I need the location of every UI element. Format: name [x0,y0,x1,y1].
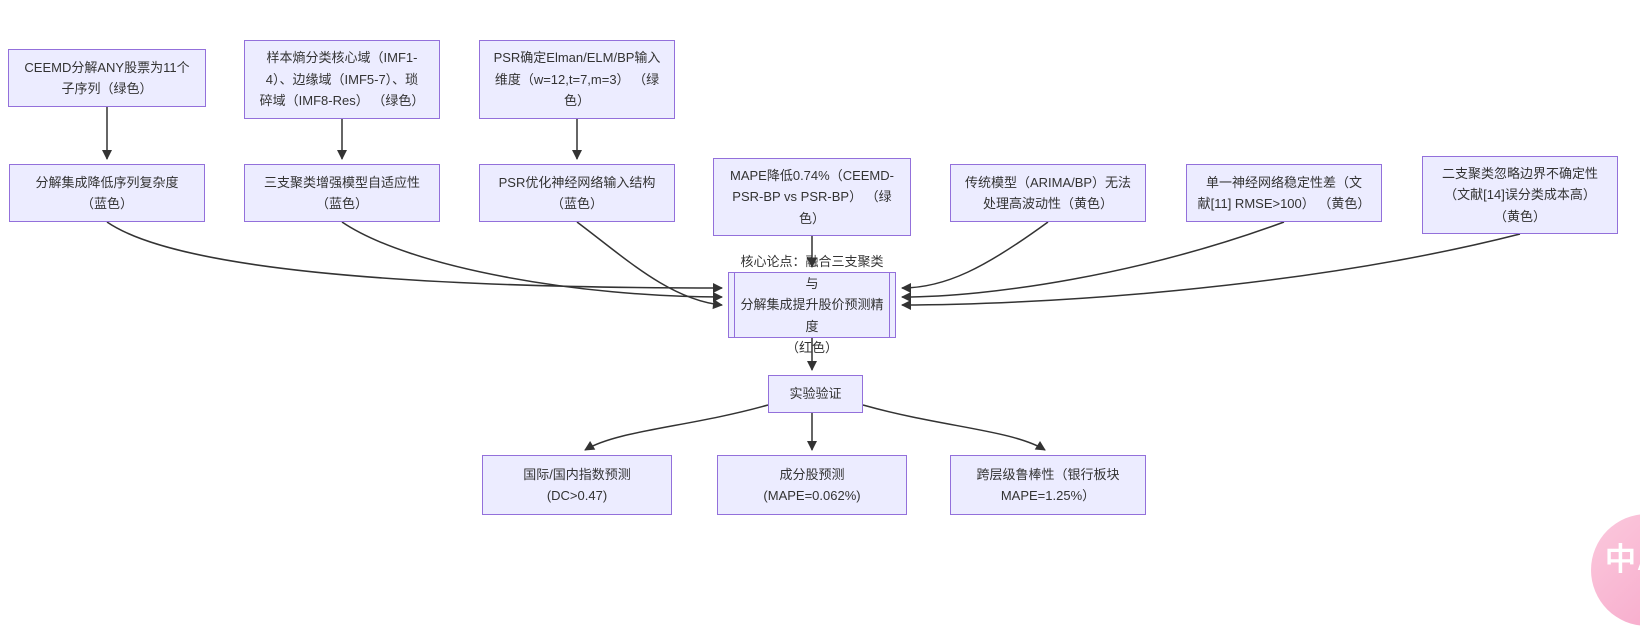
edge-structure-to-core [576,221,723,310]
node-index-prediction: 国际/国内指数预测 (DC>0.47) [482,455,672,515]
edge-twoway-to-core [901,233,1521,310]
node-traditional-model-limitation: 传统模型（ARIMA/BP）无法 处理高波动性（黄色） [950,164,1146,222]
edge-experiment-to-index [584,404,769,451]
translate-button-label: 中A [1605,542,1640,577]
flowchart-canvas: CEEMD分解ANY股票为11个 子序列（绿色） 样本熵分类核心域（IMF1- … [8,40,1640,626]
node-single-nn-instability: 单一神经网络稳定性差（文 献[11] RMSE>100） （黄色） [1186,164,1382,222]
edge-adaptivity-to-core [341,221,723,302]
node-ceemd-decomposition: CEEMD分解ANY股票为11个 子序列（绿色） [8,49,206,107]
node-sample-entropy-classification: 样本熵分类核心域（IMF1- 4）、边缘域（IMF5-7）、琐 碎域（IMF8-… [244,40,440,119]
edge-experiment-to-robustness [862,404,1046,451]
translate-button[interactable]: 中A [1591,514,1640,626]
node-cross-level-robustness: 跨层级鲁棒性（银行板块 MAPE=1.25%） [950,455,1146,515]
node-three-way-adaptivity: 三支聚类增强模型自适应性 （蓝色） [244,164,440,222]
node-core-thesis: 核心论点：融合三支聚类与 分解集成提升股价预测精度 （红色） [728,254,896,355]
node-constituent-prediction: 成分股预测 (MAPE=0.062%) [717,455,907,515]
edge-instability-to-core [901,221,1285,302]
node-psr-input-dimension: PSR确定Elman/ELM/BP输入 维度（w=12,t=7,m=3） （绿 … [479,40,675,119]
edge-benefit-to-core [106,221,723,293]
node-two-way-clustering-limitation: 二支聚类忽略边界不确定性 （文献[14]误分类成本高） （黄色） [1422,156,1618,234]
edge-traditional-to-core [901,221,1049,293]
node-decomposition-benefit: 分解集成降低序列复杂度 （蓝色） [9,164,205,222]
node-experiment-validation: 实验验证 [768,375,863,413]
node-mape-evidence: MAPE降低0.74%（CEEMD- PSR-BP vs PSR-BP） （绿 … [713,158,911,236]
node-psr-input-structure: PSR优化神经网络输入结构 （蓝色） [479,164,675,222]
